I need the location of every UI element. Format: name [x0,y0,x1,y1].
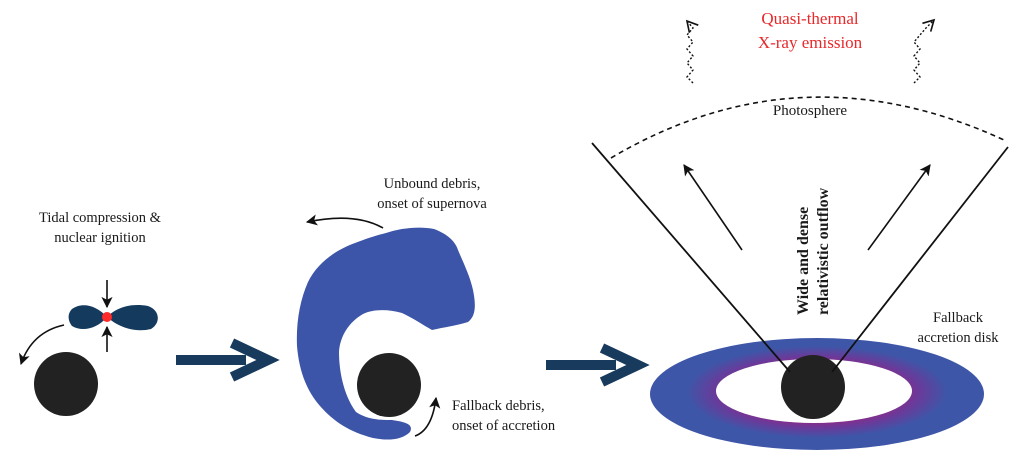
fallback-debris-label-line2: onset of accretion [452,418,556,434]
x-ray-emission-label-line2: X-ray emission [758,33,863,52]
orbit-arrow [18,324,65,366]
outflow-cone-right [831,146,1009,373]
transition-arrow-2 [546,343,650,387]
black-hole-1 [34,352,98,416]
stage-ignition: Tidal compression & nuclear ignition [18,210,162,416]
debris-stream [296,227,475,440]
x-ray-photon-right [913,18,936,84]
outflow-arrow-left [683,164,743,251]
black-hole-3 [781,355,845,419]
outflow-label-line2: relativistic outflow [815,187,832,315]
stage-outflow: Quasi-thermal X-ray emission Photosphere… [591,9,1009,450]
transition-arrow-1 [176,338,280,382]
accretion-disk-label-line2: accretion disk [918,330,1000,346]
tidal-compression-label-line1: Tidal compression & [39,210,162,226]
outflow-arrow-right [867,164,931,251]
ignition-point [102,312,112,322]
unbound-debris-label-line2: onset of supernova [377,196,487,212]
unbound-debris-arrow [305,214,384,229]
stage-disruption: Unbound debris, onset of supernova Fallb… [296,176,556,440]
photosphere-arc [610,96,1005,159]
x-ray-emission-label-line1: Quasi-thermal [761,9,859,28]
outflow-cone-left [591,142,791,373]
tidal-compression-label-line2: nuclear ignition [54,230,146,246]
black-hole-2 [357,353,421,417]
accretion-disk-label-line1: Fallback [933,310,984,326]
outflow-label: Wide and dense relativistic outflow [795,187,832,315]
photosphere-label: Photosphere [773,103,848,119]
x-ray-photon-left [685,19,699,84]
outflow-label-line1: Wide and dense [795,207,812,315]
unbound-debris-label-line1: Unbound debris, [384,176,481,192]
fallback-debris-arrow [414,396,441,437]
fallback-debris-label-line1: Fallback debris, [452,398,545,414]
compressed-star [68,305,158,331]
